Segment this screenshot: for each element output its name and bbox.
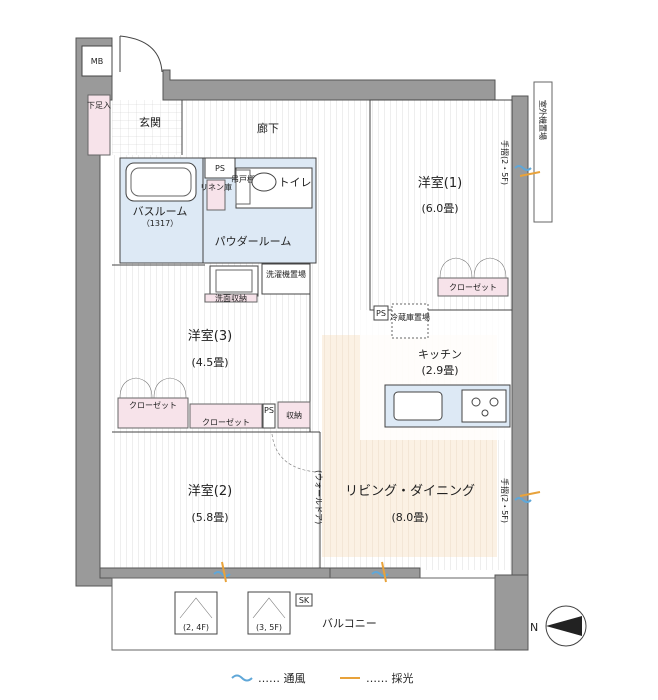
ps-2: PS — [376, 309, 386, 318]
hinan1-label: (2, 4F) — [183, 623, 209, 632]
legend-wind-icon — [231, 674, 253, 682]
yoshitsu2-label: 洋室(2) — [188, 483, 232, 499]
rouka-label: 廊下 — [257, 121, 279, 135]
senmen-label: 洗面収納 — [215, 293, 247, 303]
fridge-space — [391, 303, 429, 339]
ps-3: PS — [264, 406, 274, 415]
wind-marker-1 — [213, 571, 231, 577]
closet1-label: クローゼット — [449, 282, 497, 292]
tesuri-right-label: 手摺(2・5F) — [500, 478, 510, 523]
yoshitsu1-label: 洋室(1) — [418, 175, 462, 191]
kitchen-label: キッチン — [418, 348, 462, 361]
outer-wall-top — [162, 69, 496, 101]
washer-space — [261, 263, 311, 295]
closet-2[interactable] — [189, 403, 263, 429]
yoshitsu1-size: (6.0畳) — [421, 202, 458, 215]
toilet-bowl — [251, 172, 277, 192]
genkan-floor — [112, 100, 182, 155]
closet-3[interactable] — [117, 397, 189, 429]
linen-cabinet[interactable] — [206, 179, 226, 211]
ldk-label: リビング・ダイニング — [345, 484, 475, 499]
ldk-size: (8.0畳) — [391, 511, 428, 524]
walldoor-label: (ウォールドア) — [314, 470, 323, 524]
sk-label: SK — [299, 596, 310, 605]
escape-hatch-1 — [174, 591, 218, 635]
balcony-label: バルコニー — [322, 617, 377, 630]
escape-hatch-2 — [247, 591, 291, 635]
legend-wind-label: …… 通風 — [258, 672, 306, 685]
compass-n-label: N — [530, 621, 538, 634]
closet-1[interactable] — [437, 277, 509, 297]
mb-label: MB — [91, 57, 103, 66]
balcony — [111, 577, 496, 651]
yoshitsu3-size: (4.5畳) — [191, 356, 228, 369]
legend-light-label: …… 採光 — [366, 671, 414, 685]
room-1 — [369, 99, 513, 311]
toilet-label: トイレ — [279, 176, 312, 189]
bathtub — [125, 162, 197, 202]
compass: N — [530, 605, 587, 647]
genkan-label: 玄関 — [139, 115, 161, 129]
closet2-label: クローゼット — [202, 417, 250, 427]
light-marker-3 — [519, 171, 541, 177]
sentaku-label: 洗濯機置場 — [266, 269, 306, 279]
linen-label: リネン庫 — [200, 182, 232, 192]
hinan2-label: (3, 5F) — [256, 623, 282, 632]
vanity — [209, 265, 259, 297]
yoshitsu3-label: 洋室(3) — [188, 328, 232, 344]
tesuri-top-label: 手摺(2・5F) — [500, 140, 510, 185]
light-marker-4 — [519, 491, 541, 497]
powder-label: パウダールーム — [215, 234, 292, 248]
tsuritana-label: 吊戸棚 — [231, 174, 255, 184]
legend: …… 通風 …… 採光 — [231, 671, 414, 685]
closet3-label: クローゼット — [129, 400, 177, 410]
kitchen-size: (2.9畳) — [421, 364, 458, 377]
shuno-label: 収納 — [286, 410, 302, 420]
outer-wall-right — [511, 95, 529, 576]
light-marker-2 — [381, 561, 387, 583]
shoe-cabinet[interactable] — [87, 94, 111, 156]
storage[interactable] — [277, 401, 311, 429]
bath-size: （1317） — [142, 219, 178, 228]
yoshitsu2-size: (5.8畳) — [191, 511, 228, 524]
reizouko-label: 冷蔵庫置場 — [390, 312, 430, 322]
entrance-door-swing[interactable] — [119, 35, 163, 73]
stove — [461, 389, 507, 423]
wind-marker-3 — [514, 165, 532, 171]
shitsugai-label: 室外機置場 — [538, 100, 548, 140]
ps-1: PS — [215, 164, 225, 173]
wind-marker-4 — [514, 497, 532, 503]
light-marker-1 — [221, 561, 227, 583]
geta-label: 下足入 — [87, 101, 111, 110]
bath-label: バスルーム — [133, 205, 188, 218]
balcony-wall — [494, 574, 529, 651]
sink — [393, 391, 443, 421]
